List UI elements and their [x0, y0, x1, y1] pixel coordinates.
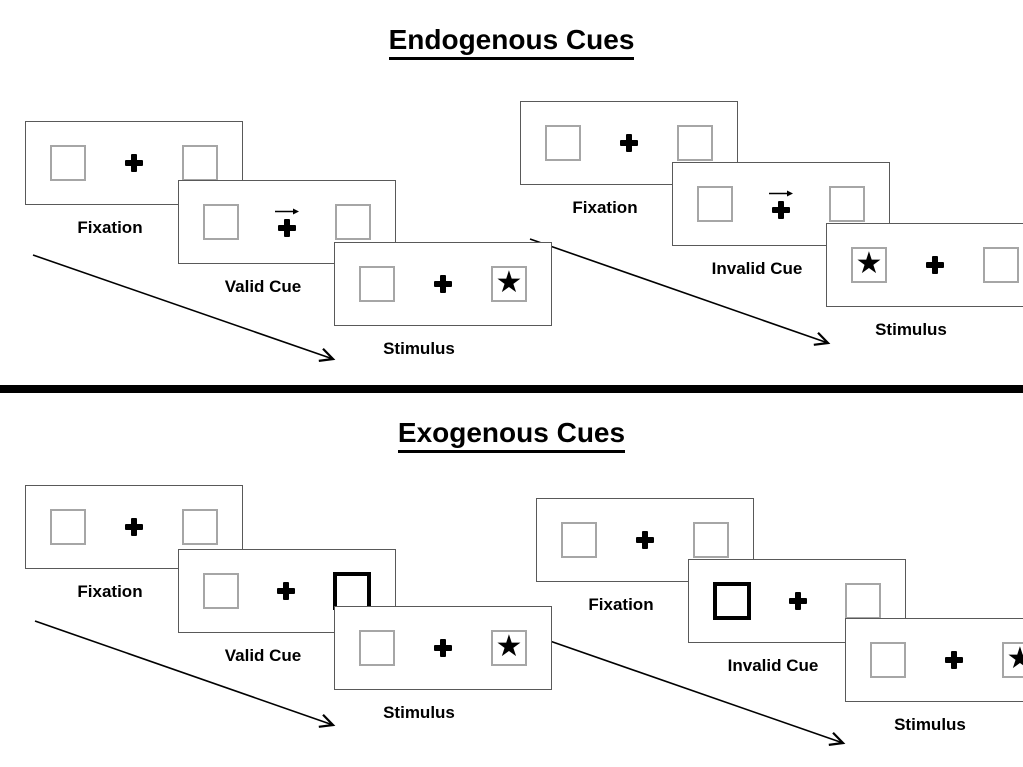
exo-valid-stimulus-step: ★ Stimulus	[334, 606, 552, 723]
step-label: Invalid Cue	[727, 656, 819, 675]
screen-panel: ★	[334, 242, 552, 326]
step-label: Valid Cue	[224, 646, 302, 665]
endo-valid-stimulus-step: ★ Stimulus	[334, 242, 552, 359]
exo-invalid-cue-step: Invalid Cue	[688, 559, 906, 676]
step-label: Invalid Cue	[711, 259, 803, 278]
left-box: ★	[851, 247, 887, 283]
right-box-highlight-cue	[333, 572, 371, 610]
endogenous-section-title: Endogenous Cues	[0, 24, 1023, 60]
right-box: ★	[1002, 642, 1023, 678]
left-box	[203, 204, 239, 240]
right-box	[845, 583, 881, 619]
step-label: Stimulus	[383, 339, 455, 358]
step-label: Stimulus	[894, 715, 966, 734]
star-icon: ★	[495, 630, 523, 663]
step-label: Fixation	[572, 198, 638, 217]
left-box	[203, 573, 239, 609]
fixation-cross-icon	[636, 531, 654, 549]
exogenous-section-title: Exogenous Cues	[0, 417, 1023, 453]
endo-valid-fixation-step: Fixation	[25, 121, 243, 238]
step-label: Stimulus	[875, 320, 947, 339]
endogenous-title-text: Endogenous Cues	[388, 24, 635, 60]
fixation-cross-icon	[277, 582, 295, 600]
left-box	[359, 266, 395, 302]
fixation-cross-icon	[926, 256, 944, 274]
left-box	[870, 642, 906, 678]
fixation-cross-icon	[789, 592, 807, 610]
exo-invalid-fixation-step: Fixation	[536, 498, 754, 615]
fixation-cross-icon	[945, 651, 963, 669]
right-box	[335, 204, 371, 240]
right-box	[983, 247, 1019, 283]
screen-panel	[520, 101, 738, 185]
time-arrow-icon	[32, 254, 336, 362]
step-label: Fixation	[77, 582, 143, 601]
endo-invalid-fixation-step: Fixation	[520, 101, 738, 218]
left-box	[697, 186, 733, 222]
step-label: Fixation	[588, 595, 654, 614]
fixation-cross-icon	[434, 275, 452, 293]
exogenous-title-text: Exogenous Cues	[397, 417, 626, 453]
star-icon: ★	[495, 266, 523, 299]
right-box	[182, 509, 218, 545]
right-box: ★	[491, 630, 527, 666]
exo-invalid-stimulus-step: ★ Stimulus	[845, 618, 1023, 735]
fixation-cross-icon	[772, 201, 790, 219]
left-box-highlight-cue	[713, 582, 751, 620]
left-box	[545, 125, 581, 161]
step-label: Fixation	[77, 218, 143, 237]
right-box	[677, 125, 713, 161]
left-box	[50, 145, 86, 181]
section-divider	[0, 385, 1023, 393]
fixation-cross-icon	[125, 518, 143, 536]
screen-panel: ★	[826, 223, 1023, 307]
exo-valid-fixation-step: Fixation	[25, 485, 243, 602]
time-arrow-icon	[546, 639, 846, 746]
endo-valid-cue-step: Valid Cue	[178, 180, 396, 297]
fixation-cross-icon	[434, 639, 452, 657]
left-box	[561, 522, 597, 558]
cue-arrow-icon	[275, 208, 299, 215]
left-box	[50, 509, 86, 545]
endo-invalid-cue-step: Invalid Cue	[672, 162, 890, 279]
endo-invalid-stimulus-step: ★ Stimulus	[826, 223, 1023, 340]
right-box: ★	[491, 266, 527, 302]
fixation-cross-icon	[620, 134, 638, 152]
exo-valid-cue-step: Valid Cue	[178, 549, 396, 666]
right-box	[829, 186, 865, 222]
right-box	[693, 522, 729, 558]
star-icon: ★	[855, 247, 883, 280]
time-arrow-icon	[529, 238, 831, 346]
fixation-cross-icon	[278, 219, 296, 237]
screen-panel: ★	[334, 606, 552, 690]
cue-arrow-icon	[769, 190, 793, 197]
fixation-cross-icon	[125, 154, 143, 172]
left-box	[359, 630, 395, 666]
time-arrow-icon	[34, 620, 336, 728]
right-box	[182, 145, 218, 181]
screen-panel: ★	[845, 618, 1023, 702]
star-icon: ★	[1006, 642, 1023, 675]
step-label: Stimulus	[383, 703, 455, 722]
step-label: Valid Cue	[224, 277, 302, 296]
